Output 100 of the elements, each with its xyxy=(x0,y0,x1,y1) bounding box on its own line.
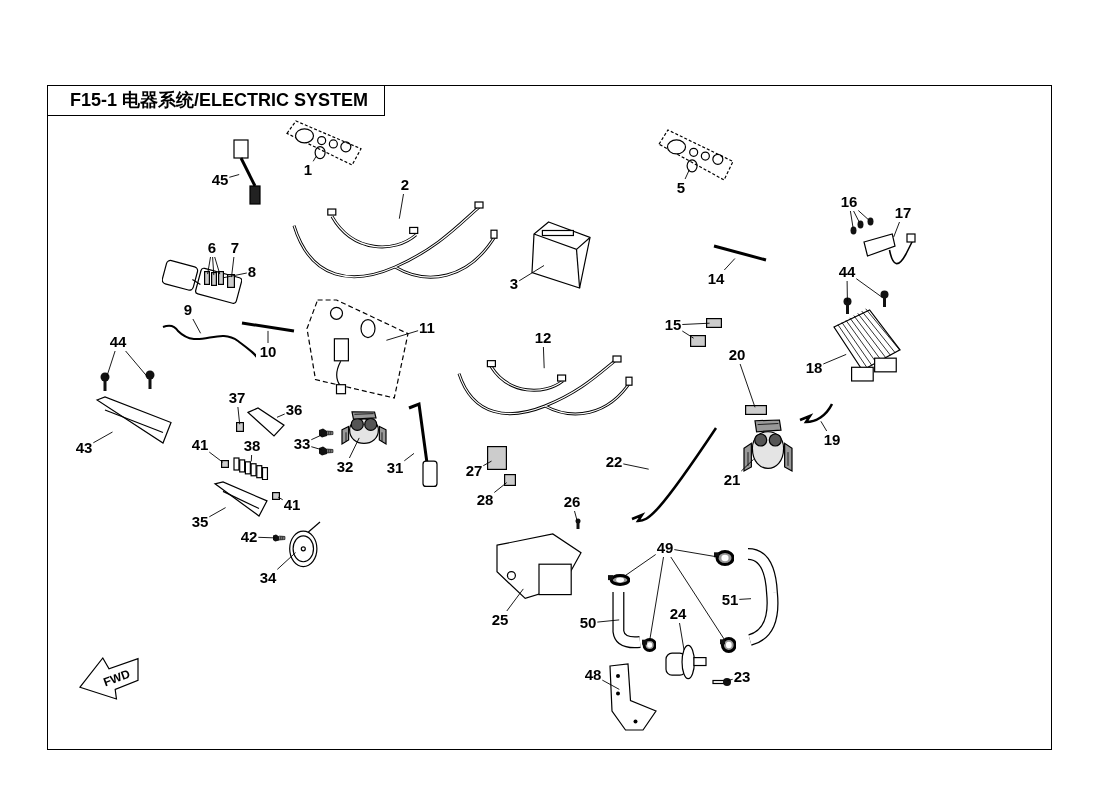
direction-arrow-drawing xyxy=(78,655,140,701)
leader-line xyxy=(601,679,620,690)
bracket-drawing xyxy=(608,662,658,732)
callout-number: 8 xyxy=(247,264,257,280)
connector-drawing xyxy=(504,474,516,486)
callout-number: 17 xyxy=(894,205,912,221)
callout-number: 6 xyxy=(207,240,217,256)
rod-drawing xyxy=(240,320,296,334)
leader-line xyxy=(679,622,685,651)
screw-drawing xyxy=(867,217,874,226)
callout-number: 44 xyxy=(109,334,127,350)
hose-clamp-drawing xyxy=(608,574,630,586)
callout-number: 20 xyxy=(728,347,746,363)
leader-line xyxy=(623,554,657,578)
connector-block-drawing xyxy=(162,258,242,306)
leader-line xyxy=(846,280,848,302)
callout-number: 3 xyxy=(509,276,519,292)
leader-line xyxy=(740,458,755,472)
callout-number: 1 xyxy=(303,162,313,178)
rod-drawing xyxy=(712,243,768,263)
screw-drawing xyxy=(575,518,581,530)
leader-line xyxy=(723,258,736,271)
leader-line xyxy=(518,265,545,282)
leader-line xyxy=(207,256,211,275)
leader-line xyxy=(310,434,323,441)
connector-drawing xyxy=(272,492,280,500)
callout-number: 44 xyxy=(838,264,856,280)
leader-line xyxy=(267,330,269,344)
callout-number: 22 xyxy=(605,454,623,470)
callout-number: 7 xyxy=(230,240,240,256)
leader-line xyxy=(192,318,202,334)
horn-drawing xyxy=(288,520,322,568)
callout-number: 35 xyxy=(191,514,209,530)
callout-number: 37 xyxy=(228,390,246,406)
callout-number: 32 xyxy=(336,459,354,475)
fuse-drawing xyxy=(204,271,210,285)
switch-kit-drawing xyxy=(305,298,410,400)
screw-drawing xyxy=(272,534,286,542)
screw-drawing xyxy=(857,220,864,229)
leader-line xyxy=(820,420,828,432)
leader-line xyxy=(857,210,870,221)
leader-line xyxy=(893,221,900,238)
callout-number: 34 xyxy=(259,570,277,586)
connector-drawing xyxy=(745,405,767,415)
screw-drawing xyxy=(880,290,889,308)
callout-number: 18 xyxy=(805,360,823,376)
bolt-drawing xyxy=(712,676,732,688)
callout-number: 45 xyxy=(211,172,229,188)
fuse-box-base-drawing xyxy=(213,480,269,518)
battery-drawing xyxy=(530,220,592,290)
callout-number: 43 xyxy=(75,440,93,456)
connector-drawing xyxy=(221,460,229,468)
screw-drawing xyxy=(100,372,110,392)
callout-number: 16 xyxy=(840,194,858,210)
leader-line xyxy=(310,446,323,451)
parts-kit-drawing xyxy=(285,119,363,167)
callout-number: 38 xyxy=(243,438,261,454)
leader-line xyxy=(250,454,253,462)
sensor-drawing xyxy=(232,138,264,206)
callout-number: 24 xyxy=(669,606,687,622)
hose-clamp-drawing xyxy=(642,638,656,652)
leader-line xyxy=(125,350,148,378)
connector-drawing xyxy=(236,422,244,432)
leader-line xyxy=(542,346,545,369)
callout-number: 28 xyxy=(476,492,494,508)
leader-line xyxy=(849,210,854,229)
callout-number: 25 xyxy=(491,612,509,628)
leader-line xyxy=(312,155,317,162)
leader-line xyxy=(348,437,360,459)
callout-number: 41 xyxy=(283,497,301,513)
callout-number: 10 xyxy=(259,344,277,360)
screw-drawing xyxy=(318,446,334,456)
leader-line xyxy=(853,210,860,223)
leader-line xyxy=(574,510,578,522)
callout-number: 9 xyxy=(183,302,193,318)
leader-line xyxy=(92,431,113,444)
leader-line xyxy=(106,350,116,377)
relay-drawing xyxy=(742,418,794,473)
leader-line xyxy=(673,549,719,558)
fuse-box-base-drawing xyxy=(95,395,173,445)
leader-line xyxy=(622,463,650,470)
callout-number: 31 xyxy=(386,460,404,476)
callout-number: 2 xyxy=(400,177,410,193)
relay-drawing xyxy=(340,410,388,446)
leader-line xyxy=(482,460,492,467)
leader-line xyxy=(276,413,286,418)
leader-line xyxy=(727,678,734,682)
title-block: F15-1 电器系统/ELECTRIC SYSTEM xyxy=(47,85,385,116)
callout-number: 36 xyxy=(285,402,303,418)
leader-line xyxy=(208,507,227,518)
screw-drawing xyxy=(843,297,852,315)
leader-line xyxy=(855,278,883,298)
connector-drawing xyxy=(706,318,722,328)
callout-number: 41 xyxy=(191,437,209,453)
callout-number: 49 xyxy=(656,540,674,556)
fuse-box-lid-drawing xyxy=(246,406,286,438)
callout-number: 51 xyxy=(721,592,739,608)
leader-line xyxy=(596,619,620,623)
screw-drawing xyxy=(850,226,857,235)
screw-drawing xyxy=(145,370,155,390)
